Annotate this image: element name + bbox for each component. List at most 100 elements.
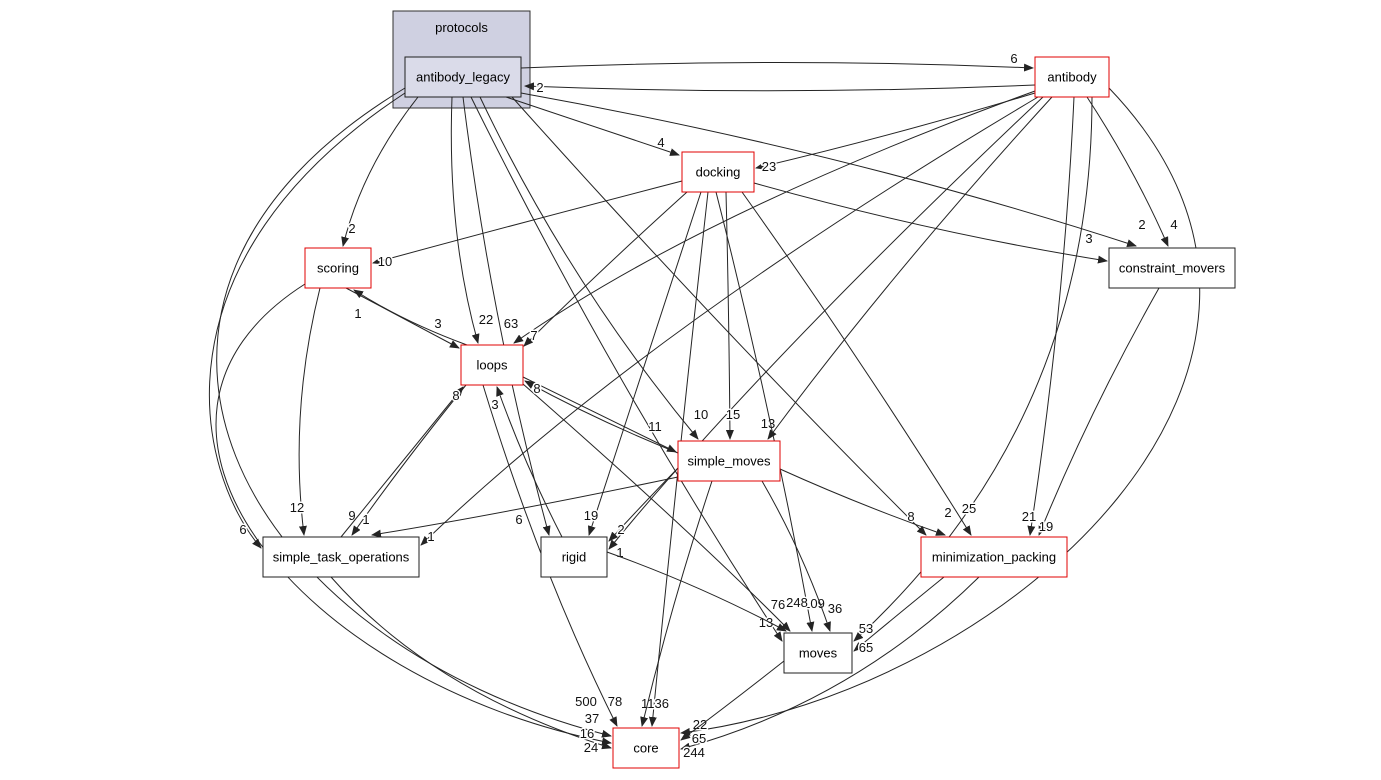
edge-count-docking--loops: 7	[530, 328, 537, 343]
edge-simple_task_operations--loops	[340, 386, 464, 538]
edge-antibody--constraint_movers	[1086, 96, 1169, 247]
node-label-docking[interactable]: docking	[696, 165, 741, 180]
edge-simple_moves--minimization_packing	[779, 468, 946, 536]
node-box-constraint_movers[interactable]	[1108, 247, 1236, 289]
node-box-rigid[interactable]	[540, 536, 608, 578]
edge-count-constraint_movers--minimization_packing: 19	[1039, 519, 1053, 534]
edge-count-docking--scoring: 10	[378, 254, 392, 269]
node-simple_moves[interactable]: simple_moves	[677, 440, 781, 482]
edge-count-antibody_legacy--antibody: 6	[1010, 51, 1017, 66]
edge-docking--minimization_packing	[741, 191, 972, 536]
edge-moves--core	[680, 660, 785, 741]
edge-count-docking--rigid: 19	[584, 508, 598, 523]
node-docking[interactable]: docking	[681, 151, 755, 193]
edge-count-loops--simple_task_operations: 9	[348, 508, 355, 523]
node-label-antibody[interactable]: antibody	[1047, 70, 1097, 85]
edge-count-simple_task_operations--loops: 8	[452, 388, 459, 403]
node-simple_task_operations[interactable]: simple_task_operations	[262, 536, 420, 578]
edge-antibody_legacy--antibody	[520, 62, 1034, 72]
node-box-scoring[interactable]	[304, 247, 372, 289]
node-antibody_legacy[interactable]: antibody_legacy	[404, 56, 522, 98]
node-label-simple_moves[interactable]: simple_moves	[687, 454, 771, 469]
node-core[interactable]: core	[612, 727, 680, 769]
cluster-protocols-label[interactable]: protocols	[435, 20, 488, 35]
edge-count-scoring--loops: 3	[434, 316, 441, 331]
edge-simple_moves--rigid	[608, 467, 679, 542]
node-label-antibody_legacy[interactable]: antibody_legacy	[416, 70, 510, 85]
edge-antibody--docking	[755, 92, 1036, 170]
node-box-loops[interactable]	[460, 344, 524, 386]
node-box-minimization_packing[interactable]	[920, 536, 1068, 578]
edge-simple_moves--simple_task_operations	[371, 476, 679, 538]
edge-count-antibody_legacy--minimization_packing: 8	[907, 509, 914, 524]
edge-docking--constraint_movers	[753, 182, 1108, 264]
node-label-simple_task_operations[interactable]: simple_task_operations	[273, 550, 410, 565]
node-label-loops[interactable]: loops	[476, 358, 508, 373]
edge-count-antibody_legacy--docking: 4	[657, 135, 664, 150]
node-box-core[interactable]	[612, 727, 680, 769]
node-box-simple_moves[interactable]	[677, 440, 781, 482]
edge-antibody_legacy--constraint_movers	[520, 92, 1137, 248]
edge-count-loops--simple_moves: 11	[648, 419, 662, 434]
edge-simple_moves--core	[640, 480, 713, 727]
edge-count-loops--moves: 248	[786, 595, 808, 610]
edge-count-antibody_legacy--core: 37	[585, 711, 599, 726]
node-minimization_packing[interactable]: minimization_packing	[920, 536, 1068, 578]
edge-antibody--moves	[853, 96, 1093, 642]
edge-count-antibody--simple_task_operations: 1	[427, 529, 434, 544]
edge-count-scoring--simple_task_operations: 12	[290, 500, 304, 515]
node-label-minimization_packing[interactable]: minimization_packing	[932, 550, 1056, 565]
edge-count-simple_moves--rigid: 2	[617, 522, 624, 537]
edge-antibody_legacy--minimization_packing	[511, 96, 927, 536]
edge-count-loops--scoring: 1	[354, 306, 361, 321]
node-constraint_movers[interactable]: constraint_movers	[1108, 247, 1236, 289]
edge-count-antibody_legacy--loops: 22	[479, 312, 493, 327]
edge-count-simple_moves--minimization_packing: 2	[944, 505, 951, 520]
node-rigid[interactable]: rigid	[540, 536, 608, 578]
edge-antibody_legacy--simple_moves	[479, 96, 699, 440]
edge-count-moves--core: 65	[692, 731, 706, 746]
edge-antibody--simple_task_operations	[420, 96, 1039, 546]
edge-count-docking--minimization_packing: 25	[962, 501, 976, 516]
edge-count-antibody_legacy--moves: 13	[759, 615, 773, 630]
edge-count-antibody--docking: 23	[762, 159, 776, 174]
edge-scoring--simple_task_operations	[298, 287, 321, 536]
edge-count-antibody_legacy--constraint_movers: 2	[1138, 217, 1145, 232]
node-box-docking[interactable]	[681, 151, 755, 193]
edge-loops--moves	[522, 383, 791, 632]
edge-loops--scoring	[353, 289, 468, 346]
node-box-moves[interactable]	[783, 632, 853, 674]
node-box-simple_task_operations[interactable]	[262, 536, 420, 578]
node-label-constraint_movers[interactable]: constraint_movers	[1119, 261, 1226, 276]
edge-count-simple_moves--moves: 36	[828, 601, 842, 616]
node-box-antibody_legacy[interactable]	[404, 56, 522, 98]
node-scoring[interactable]: scoring	[304, 247, 372, 289]
edge-count-antibody_legacy--rigid: 6	[515, 512, 522, 527]
node-label-core[interactable]: core	[633, 741, 658, 756]
edge-loops--simple_task_operations	[351, 384, 467, 536]
edge-count-scoring--core: 16	[580, 726, 594, 741]
node-antibody[interactable]: antibody	[1034, 56, 1110, 98]
edge-antibody_legacy--rigid	[462, 96, 551, 536]
edge-count-docking--moves: 109	[803, 596, 825, 611]
node-label-moves[interactable]: moves	[799, 646, 838, 661]
node-loops[interactable]: loops	[460, 344, 524, 386]
edge-antibody_legacy--simple_task_operations	[209, 92, 406, 549]
edge-scoring--loops	[345, 287, 460, 349]
edge-minimization_packing--core	[680, 576, 980, 751]
edge-rigid--loops	[496, 386, 563, 538]
edge-antibody_legacy--loops	[450, 96, 480, 344]
edge-antibody--minimization_packing	[1027, 96, 1075, 536]
edge-count-antibody_legacy--scoring: 2	[348, 221, 355, 236]
edge-count-antibody--simple_moves: 13	[761, 416, 775, 431]
node-moves[interactable]: moves	[783, 632, 853, 674]
node-label-scoring[interactable]: scoring	[317, 261, 359, 276]
edge-antibody--simple_moves	[767, 96, 1053, 440]
node-box-antibody[interactable]	[1034, 56, 1110, 98]
node-label-rigid[interactable]: rigid	[562, 550, 587, 565]
edge-antibody_legacy--docking	[505, 96, 680, 156]
edge-count-docking--constraint_movers: 3	[1085, 231, 1092, 246]
edge-simple_task_operations--core	[330, 576, 612, 750]
edge-antibody--rigid	[608, 96, 1044, 550]
